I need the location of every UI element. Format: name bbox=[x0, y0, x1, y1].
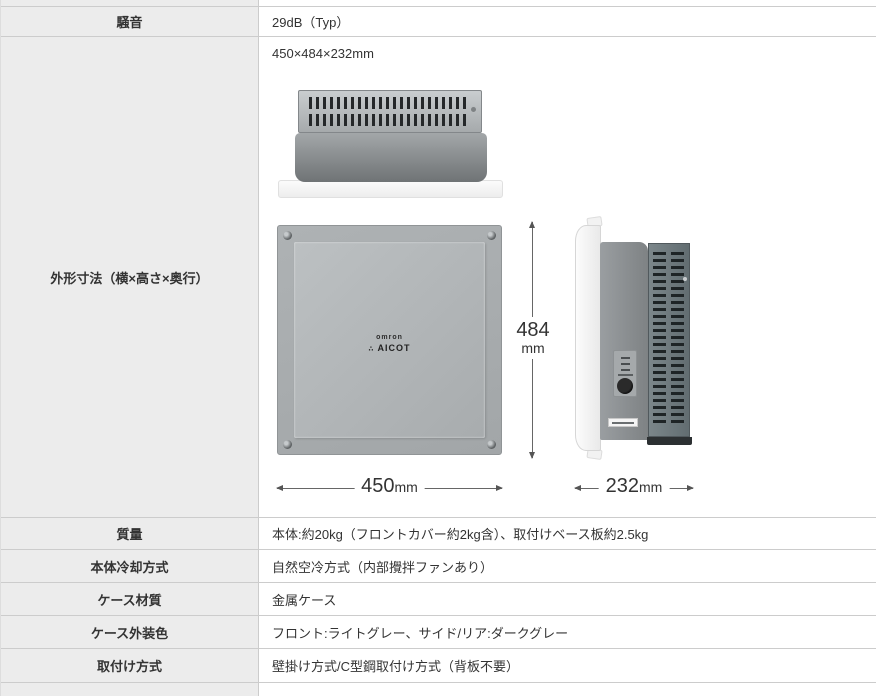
device-side-view-front-cover bbox=[575, 225, 601, 451]
row-label: 質量 bbox=[1, 518, 259, 549]
table-row-mass: 質量 本体:約20kg（フロントカバー約2kg含）、取付けベース板約2.5kg bbox=[1, 518, 876, 550]
device-top-view-vent-plate bbox=[298, 90, 482, 133]
screw-icon bbox=[471, 107, 476, 112]
device-side-view-body bbox=[600, 242, 648, 440]
dimension-height-number: 484 bbox=[516, 319, 550, 341]
dimension-depth-label: 232mm bbox=[598, 475, 670, 498]
device-front-view: omron ∴ AICOT bbox=[277, 225, 502, 455]
dimension-width-number: 450 bbox=[361, 475, 395, 497]
row-value: 本体:約20kg（フロントカバー約2kg含）、取付けベース板約2.5kg bbox=[259, 518, 876, 549]
device-logo: omron ∴ AICOT bbox=[278, 334, 501, 355]
vent-slots-row bbox=[309, 97, 469, 109]
arrow-left-icon bbox=[574, 485, 581, 491]
led-indicator bbox=[621, 357, 630, 359]
led-caption bbox=[618, 374, 633, 376]
table-row-mounting: 取付け方式 壁掛け方式/C型鋼取付け方式（背板不要） bbox=[1, 649, 876, 683]
row-value: 金属ケース bbox=[259, 583, 876, 615]
table-row-case-color: ケース外装色 フロント:ライトグレー、サイド/リア:ダークグレー bbox=[1, 616, 876, 649]
table-row-dimensions: 外形寸法（横×高さ×奥行） 450×484×232mm omron ∴ bbox=[1, 37, 876, 518]
dimension-width-label: 450mm bbox=[354, 475, 425, 498]
logo-dots-icon: ∴ bbox=[368, 345, 375, 353]
led-indicator bbox=[621, 363, 630, 365]
arrow-down-icon bbox=[529, 452, 535, 459]
row-label: 外形寸法（横×高さ×奥行） bbox=[1, 37, 259, 517]
row-value: フロント:ライトグレー、サイド/リア:ダークグレー bbox=[259, 616, 876, 648]
device-side-view-vent-panel bbox=[648, 243, 690, 437]
device-side-view-label bbox=[608, 418, 638, 427]
arrow-up-icon bbox=[529, 221, 535, 228]
partial-label-cell bbox=[1, 683, 259, 696]
table-row-noise: 騒音 29dB（Typ） bbox=[1, 7, 876, 37]
table-row-case-material: ケース材質 金属ケース bbox=[1, 583, 876, 616]
row-value: 29dB（Typ） bbox=[259, 7, 876, 36]
arrow-left-icon bbox=[276, 485, 283, 491]
dimensions-diagram-cell: 450×484×232mm omron ∴ AICOT bbox=[259, 37, 876, 517]
device-side-view-led-panel bbox=[613, 350, 637, 397]
led-indicator bbox=[621, 369, 630, 371]
screw-icon bbox=[683, 277, 687, 281]
row-label: 本体冷却方式 bbox=[1, 550, 259, 582]
screw-icon bbox=[487, 231, 496, 240]
screw-icon bbox=[283, 440, 292, 449]
dimension-depth-number: 232 bbox=[605, 475, 640, 497]
partial-value-cell bbox=[259, 0, 876, 6]
dimensions-size-text: 450×484×232mm bbox=[272, 46, 374, 61]
partial-label-cell bbox=[1, 0, 259, 6]
label-text-line bbox=[612, 422, 634, 424]
table-row-partial-top bbox=[1, 0, 876, 7]
dimension-line-width: 450mm bbox=[276, 475, 503, 501]
table-row-cooling: 本体冷却方式 自然空冷方式（内部攪拌ファンあり） bbox=[1, 550, 876, 583]
arrow-right-icon bbox=[496, 485, 503, 491]
device-top-view-base-plate bbox=[278, 180, 503, 198]
row-label: ケース材質 bbox=[1, 583, 259, 615]
row-label: ケース外装色 bbox=[1, 616, 259, 648]
dimension-depth-unit: mm bbox=[639, 479, 663, 495]
logo-product-text: ∴ AICOT bbox=[278, 343, 501, 355]
row-label: 騒音 bbox=[1, 7, 259, 36]
vent-slots-column bbox=[653, 252, 666, 426]
device-top-view-body bbox=[295, 133, 487, 182]
vent-slots-column bbox=[671, 252, 684, 426]
table-row-partial-bottom bbox=[1, 683, 876, 696]
logo-product-label: AICOT bbox=[377, 342, 411, 353]
screw-icon bbox=[487, 440, 496, 449]
device-side-view-foot bbox=[647, 437, 692, 445]
row-value: 壁掛け方式/C型鋼取付け方式（背板不要） bbox=[259, 649, 876, 682]
row-value: 自然空冷方式（内部攪拌ファンあり） bbox=[259, 550, 876, 582]
vent-slots-row bbox=[309, 114, 469, 126]
screw-icon bbox=[283, 231, 292, 240]
partial-value-cell bbox=[259, 683, 876, 696]
dimension-line-depth: 232mm bbox=[574, 475, 694, 501]
logo-brand-text: omron bbox=[376, 334, 403, 341]
connector-port bbox=[617, 378, 633, 394]
device-front-cover bbox=[294, 242, 485, 438]
row-label: 取付け方式 bbox=[1, 649, 259, 682]
arrow-right-icon bbox=[687, 485, 694, 491]
dimension-height-label: 484 mm bbox=[512, 317, 554, 359]
dimension-height-unit: mm bbox=[521, 340, 545, 356]
dimension-width-unit: mm bbox=[394, 479, 418, 495]
